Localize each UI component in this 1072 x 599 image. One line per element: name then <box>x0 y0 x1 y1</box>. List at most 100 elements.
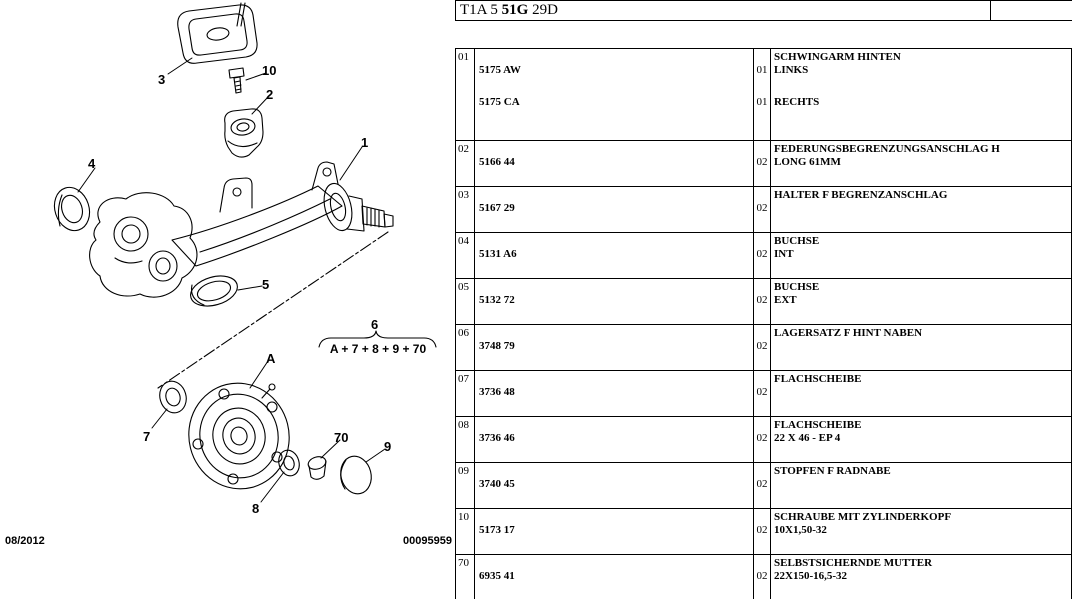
title-suffix: 29D <box>532 2 558 18</box>
row-position: 03 <box>456 187 475 232</box>
part-4-ring <box>53 186 91 232</box>
part-quantity: 01 <box>756 96 768 108</box>
header-corner-cell <box>991 1 1072 21</box>
row-quantities: 02 <box>754 509 771 554</box>
row-part-numbers: 5132 72 <box>475 279 754 324</box>
row-position: 70 <box>456 555 475 599</box>
part-quantity: 02 <box>756 570 768 582</box>
row-position: 05 <box>456 279 475 324</box>
row-quantities: 01 01 <box>754 49 771 140</box>
part-number: 5166 44 <box>479 156 515 168</box>
part-number: 3748 79 <box>479 340 515 352</box>
part-quantity: 02 <box>756 156 768 168</box>
row-position: 06 <box>456 325 475 370</box>
row-part-numbers: 3736 46 <box>475 417 754 462</box>
row-part-numbers: 5173 17 <box>475 509 754 554</box>
row-quantities: 02 <box>754 325 771 370</box>
row-description: HALTER F BEGRENZANSCHLAG <box>771 187 1071 232</box>
part-note: LONG 61MM <box>774 156 841 168</box>
part-name: FLACHSCHEIBE <box>774 419 862 431</box>
part-number: 5132 72 <box>479 294 515 306</box>
row-part-numbers: 3736 48 <box>475 371 754 416</box>
part-note: INT <box>774 248 794 260</box>
part-3-plate <box>177 2 258 64</box>
part-quantity: 02 <box>756 478 768 490</box>
date-label: 08/2012 <box>5 535 45 547</box>
diagram-callout: 70 <box>334 430 348 445</box>
row-position: 01 <box>456 49 475 140</box>
part-number: 5175 CA <box>479 96 520 108</box>
part-number: 3740 45 <box>479 478 515 490</box>
row-part-numbers: 5167 29 <box>475 187 754 232</box>
row-part-numbers: 3748 79 <box>475 325 754 370</box>
part-number: 5167 29 <box>479 202 515 214</box>
row-position: 09 <box>456 463 475 508</box>
part-number: 3736 48 <box>479 386 515 398</box>
part-number: 5131 A6 <box>479 248 517 260</box>
diagram-callout: 1 <box>361 135 368 150</box>
diagram-callout: 10 <box>262 63 276 78</box>
part-note: 22X150-16,5-32 <box>774 570 848 582</box>
part-quantity: 02 <box>756 202 768 214</box>
row-description: STOPFEN F RADNABE <box>771 463 1071 508</box>
row-position: 04 <box>456 233 475 278</box>
row-quantities: 02 <box>754 463 771 508</box>
assembly-formula: A + 7 + 8 + 9 + 70 <box>330 342 427 356</box>
row-quantities: 02 <box>754 371 771 416</box>
row-part-numbers: 5166 44 <box>475 141 754 186</box>
row-quantities: 02 <box>754 233 771 278</box>
part-number: 3736 46 <box>479 432 515 444</box>
part-name: HALTER F BEGRENZANSCHLAG <box>774 189 948 201</box>
row-position: 02 <box>456 141 475 186</box>
diagram-callout: 3 <box>158 72 165 87</box>
part-quantity: 02 <box>756 524 768 536</box>
row-quantities: 02 <box>754 141 771 186</box>
part-quantity: 01 <box>756 64 768 76</box>
exploded-diagram-panel: 3 10 2 1 4 5 6 A 7 70 9 8 A + 7 + 8 + 9 … <box>0 0 455 599</box>
part-name: BUCHSE <box>774 235 820 247</box>
part-10-bolt <box>228 67 245 94</box>
diagram-callout: 6 <box>371 317 378 332</box>
row-description: FLACHSCHEIBE <box>771 371 1071 416</box>
part-7-ring <box>159 380 187 414</box>
part-name: FEDERUNGSBEGRENZUNGSANSCHLAG H <box>774 143 1000 155</box>
diagram-callout: 9 <box>384 439 391 454</box>
row-part-numbers: 3740 45 <box>475 463 754 508</box>
part-note: 22 X 46 - EP 4 <box>774 432 841 444</box>
part-name: LAGERSATZ F HINT NABEN <box>774 327 923 339</box>
part-name: SCHRAUBE MIT ZYLINDERKOPF <box>774 511 952 523</box>
row-quantities: 02 <box>754 417 771 462</box>
diagram-callout: 7 <box>143 429 150 444</box>
row-part-numbers: 5131 A6 <box>475 233 754 278</box>
part-name: SELBSTSICHERNDE MUTTER <box>774 557 933 569</box>
doc-number-label: 00095959 <box>403 535 452 547</box>
part-quantity: 02 <box>756 340 768 352</box>
part-number: 5173 17 <box>479 524 515 536</box>
part-name: BUCHSE <box>774 281 820 293</box>
row-position: 08 <box>456 417 475 462</box>
part-quantity: 02 <box>756 432 768 444</box>
table-row: 03 5167 29 02 HALTER F BEGRENZANSCHLAG <box>456 187 1071 233</box>
row-position: 10 <box>456 509 475 554</box>
row-description: LAGERSATZ F HINT NABEN <box>771 325 1071 370</box>
part-name: SCHWINGARM HINTEN <box>774 51 901 63</box>
exploded-diagram-drawing: 3 10 2 1 4 5 6 A 7 70 9 8 A + 7 + 8 + 9 … <box>53 2 437 516</box>
part-quantity: 02 <box>756 248 768 260</box>
row-quantities: 02 <box>754 187 771 232</box>
